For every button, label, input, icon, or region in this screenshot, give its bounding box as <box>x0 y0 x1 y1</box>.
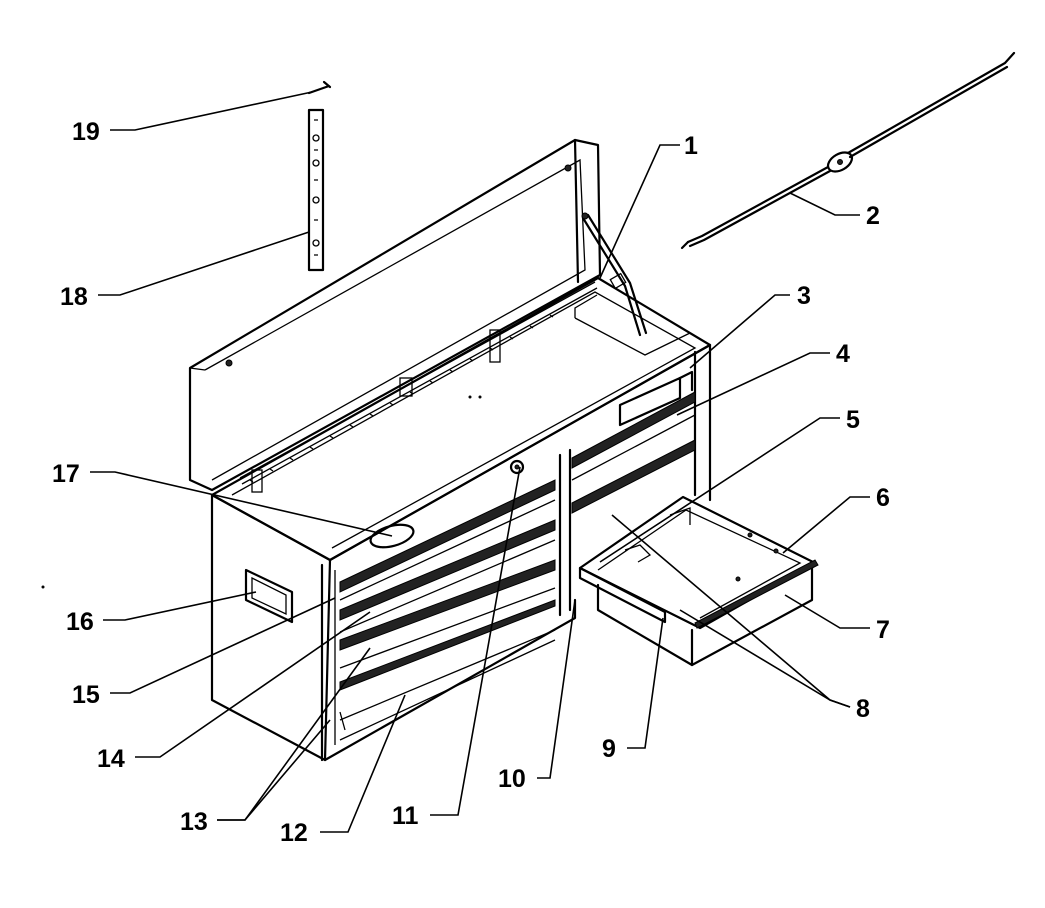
part-18-hinge-strip <box>307 108 325 272</box>
leader-8b <box>679 609 851 708</box>
callout-18: 18 <box>60 283 88 311</box>
leader-11 <box>430 466 521 816</box>
callout-7: 7 <box>876 616 890 644</box>
part-19-hinge-pin <box>307 80 332 95</box>
callout-numbers: 1 2 3 4 5 6 7 8 9 10 11 12 13 14 15 16 1… <box>52 118 890 847</box>
leader-12 <box>320 694 406 833</box>
part-16-side-handle <box>244 568 294 624</box>
leader-17 <box>90 471 393 537</box>
leader-10 <box>537 599 576 779</box>
part-2-lid-stay-rod <box>680 51 1016 250</box>
chest-lid <box>188 138 602 492</box>
leader-1 <box>599 144 680 279</box>
leader-7 <box>784 594 870 629</box>
callout-11: 11 <box>392 802 419 830</box>
callout-15: 15 <box>72 681 100 709</box>
callout-10: 10 <box>498 765 526 793</box>
right-drawer-bank <box>571 370 696 514</box>
leader-14 <box>135 611 371 758</box>
callout-13: 13 <box>180 808 208 836</box>
part-11-lock <box>509 459 525 475</box>
callout-19: 19 <box>72 118 100 146</box>
leader-4 <box>676 352 830 416</box>
leader-16 <box>103 591 257 621</box>
leader-lines <box>90 91 870 833</box>
leader-3 <box>689 294 790 369</box>
leader-19 <box>110 91 313 131</box>
leader-13b <box>217 647 371 821</box>
callout-4: 4 <box>836 340 850 368</box>
drawing-specks <box>41 395 482 589</box>
callout-3: 3 <box>797 282 811 310</box>
callout-8: 8 <box>856 695 870 723</box>
leader-5 <box>599 417 840 563</box>
callout-17: 17 <box>52 460 80 488</box>
callout-14: 14 <box>97 745 125 773</box>
leader-13a <box>217 719 331 821</box>
open-drawer <box>578 495 819 667</box>
leader-9 <box>627 617 664 749</box>
left-drawer-bank <box>339 479 556 741</box>
callout-9: 9 <box>602 735 616 763</box>
part-1-lid-support-strut <box>581 212 648 337</box>
callout-6: 6 <box>876 484 890 512</box>
callout-5: 5 <box>846 406 860 434</box>
callout-16: 16 <box>66 608 94 636</box>
leader-18 <box>98 231 310 296</box>
leader-15 <box>110 597 336 694</box>
leader-2 <box>789 192 860 216</box>
callout-12: 12 <box>280 819 308 847</box>
leader-6 <box>782 496 870 554</box>
callout-1: 1 <box>684 132 698 160</box>
callout-2: 2 <box>866 202 880 230</box>
part-17-badge <box>369 523 415 549</box>
chest-cabinet-body <box>210 343 712 762</box>
